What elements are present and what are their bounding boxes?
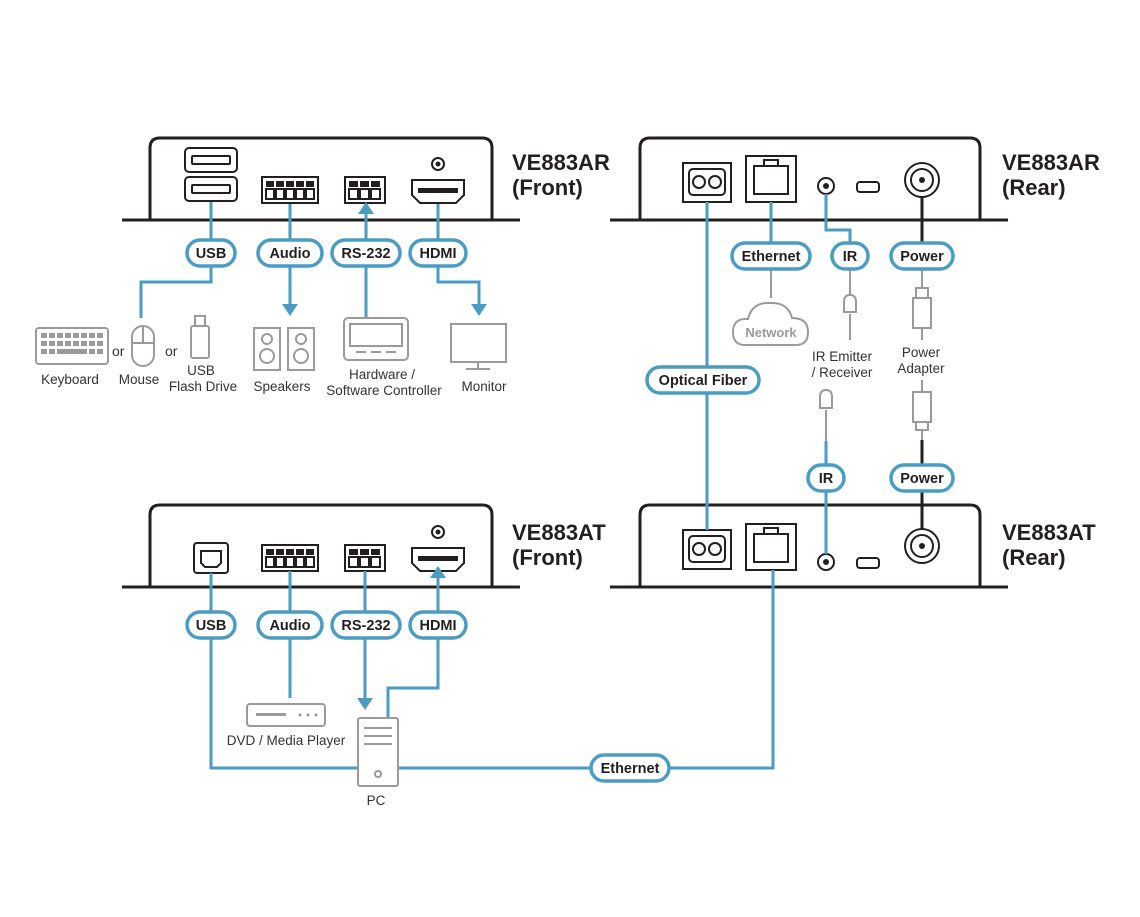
mouse-label: Mouse — [119, 372, 160, 387]
ir-emitter-label-2: / Receiver — [812, 365, 873, 380]
svg-text:Optical Fiber: Optical Fiber — [659, 373, 748, 389]
ir-emitter-icon-bottom — [819, 388, 833, 409]
svg-text:RS-232: RS-232 — [341, 618, 390, 634]
tx-audio-pill: Audio — [256, 610, 324, 640]
power-adapter-icon-bottom — [912, 380, 932, 431]
usb-flash-label-2: Flash Drive — [169, 379, 237, 394]
monitor-label: Monitor — [461, 379, 507, 394]
network-cloud-icon — [731, 301, 810, 346]
rx-power-pill: Power — [889, 241, 955, 271]
tx-fiber-port — [682, 529, 732, 570]
rx-hdmi-port — [411, 157, 465, 204]
tx-rs232-pill: RS-232 — [330, 610, 402, 640]
rx-rear-subtitle: (Rear) — [1002, 175, 1066, 200]
rx-usb-pill: USB — [185, 238, 237, 268]
ir-emitter-icon-top — [843, 293, 857, 313]
pc-ethernet-pill: Ethernet — [589, 753, 671, 783]
svg-text:Ethernet: Ethernet — [742, 249, 801, 265]
tx-power-pill: Power — [889, 463, 955, 493]
rx-mini-usb-port — [856, 181, 880, 193]
power-adapter-label: Power — [902, 345, 941, 360]
tx-rear-title: VE883AT — [1002, 520, 1096, 545]
tx-ir-port — [817, 553, 835, 571]
rx-rs232-pill: RS-232 — [330, 238, 402, 268]
tx-rear-unit — [610, 503, 1008, 589]
rx-ir-port — [817, 177, 835, 195]
ir-emitter-label: IR Emitter — [812, 349, 873, 364]
rx-usb-ports — [184, 147, 238, 202]
tx-front-subtitle: (Front) — [512, 545, 583, 570]
svg-text:RS-232: RS-232 — [341, 246, 390, 262]
tx-power-port — [904, 528, 940, 564]
usb-flash-drive-icon — [190, 315, 210, 359]
tx-rs232-port — [344, 544, 386, 572]
rx-ethernet-port — [745, 155, 797, 203]
rx-hdmi-pill: HDMI — [408, 238, 468, 268]
dvd-player-icon — [246, 703, 326, 727]
rx-audio-port — [261, 176, 319, 204]
rx-audio-pill: Audio — [256, 238, 324, 268]
tx-ir-pill: IR — [806, 463, 846, 493]
tx-audio-port — [261, 544, 319, 572]
optical-fiber-pill: Optical Fiber — [645, 365, 761, 395]
rx-fiber-port — [682, 162, 732, 203]
rx-power-port — [904, 162, 940, 198]
pc-tower-icon — [357, 717, 399, 787]
usb-flash-label: USB — [187, 363, 215, 378]
mouse-icon — [131, 325, 155, 367]
or-label: or — [165, 343, 178, 359]
tx-rear-subtitle: (Rear) — [1002, 545, 1066, 570]
rx-front-title: VE883AR — [512, 150, 610, 175]
keyboard-icon — [35, 327, 109, 365]
power-adapter-label-2: Adapter — [897, 361, 945, 376]
monitor-icon — [450, 323, 507, 370]
svg-text:Audio: Audio — [269, 618, 310, 634]
svg-text:IR: IR — [819, 471, 834, 487]
rx-ir-pill: IR — [830, 241, 870, 271]
svg-text:HDMI: HDMI — [419, 618, 456, 634]
tx-mini-usb-port — [856, 557, 880, 569]
rx-rear-title: VE883AR — [1002, 150, 1100, 175]
network-label: Network — [745, 325, 797, 340]
svg-text:Ethernet: Ethernet — [601, 761, 660, 777]
rx-front-subtitle: (Front) — [512, 175, 583, 200]
svg-text:Audio: Audio — [269, 246, 310, 262]
controller-label-2: Software Controller — [326, 383, 442, 398]
rx-rs232-port — [344, 176, 386, 204]
tx-usb-pill: USB — [185, 610, 237, 640]
pc-label: PC — [367, 793, 386, 808]
svg-text:USB: USB — [196, 246, 227, 262]
tx-front-title: VE883AT — [512, 520, 606, 545]
rx-rear-unit — [610, 136, 1008, 222]
dvd-label: DVD / Media Player — [227, 733, 346, 748]
keyboard-label: Keyboard — [41, 372, 99, 387]
svg-text:Power: Power — [900, 249, 944, 265]
speakers-icon — [253, 327, 315, 371]
tx-front-unit — [122, 503, 520, 589]
or-label: or — [112, 343, 125, 359]
tx-ethernet-port — [745, 523, 797, 571]
tx-hdmi-port — [411, 525, 465, 572]
controller-icon — [343, 317, 409, 361]
tx-usb-b-port — [193, 542, 229, 574]
svg-text:IR: IR — [843, 249, 858, 265]
speakers-label: Speakers — [253, 379, 310, 394]
power-adapter-icon-top — [912, 287, 932, 340]
svg-text:Power: Power — [900, 471, 944, 487]
svg-text:HDMI: HDMI — [419, 246, 456, 262]
rx-ethernet-pill: Ethernet — [730, 241, 812, 271]
svg-text:USB: USB — [196, 618, 227, 634]
controller-label: Hardware / — [349, 367, 415, 382]
tx-hdmi-pill: HDMI — [408, 610, 468, 640]
